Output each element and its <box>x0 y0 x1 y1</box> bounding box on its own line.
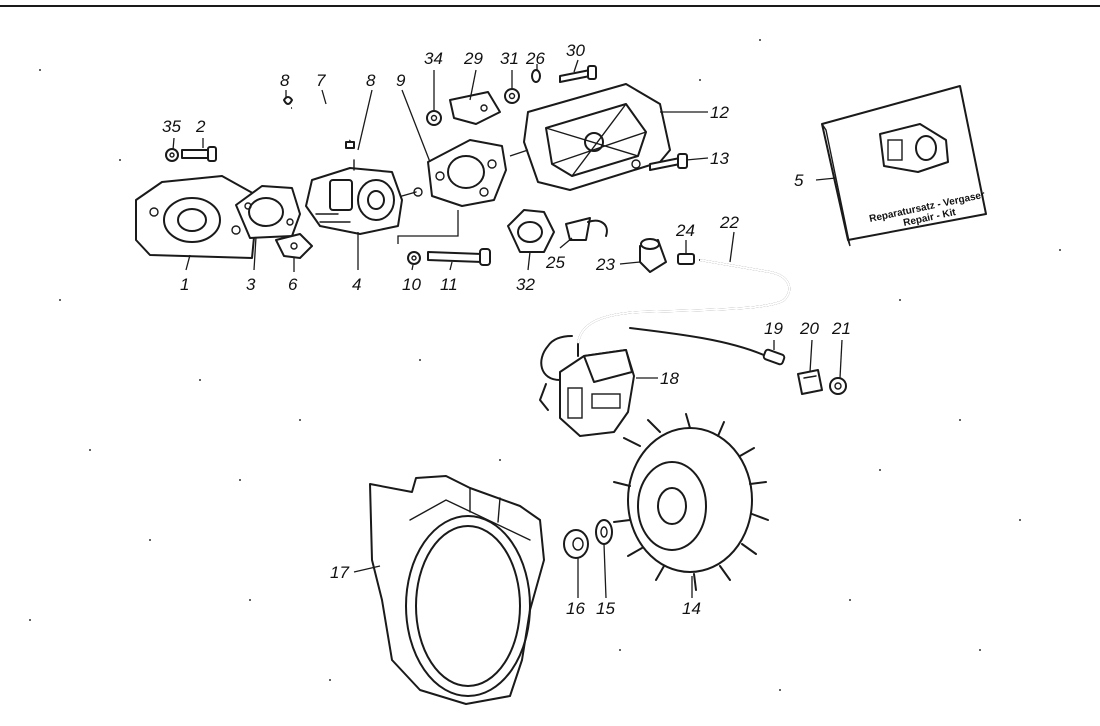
part-17-fan-housing <box>369 475 545 705</box>
callout-8-left: 8 <box>280 71 290 90</box>
part-9-cover-plate <box>427 139 507 207</box>
callout-23: 23 <box>595 255 615 274</box>
assembly-line-bolt <box>397 210 459 244</box>
callout-20: 20 <box>799 319 819 338</box>
part-8-hose-clip-left <box>283 96 293 105</box>
callout-labels: 35 2 1 3 6 4 8 7 8 9 10 11 34 29 31 26 3… <box>162 41 851 618</box>
part-25-spring-clip <box>565 217 608 241</box>
callout-11: 11 <box>440 275 458 294</box>
callout-32: 32 <box>516 275 535 294</box>
part-16-nut <box>563 529 589 559</box>
callout-19: 19 <box>764 319 783 338</box>
callout-6: 6 <box>288 275 298 294</box>
callout-25: 25 <box>545 253 565 272</box>
part-10-washer <box>407 251 421 265</box>
callout-18: 18 <box>660 369 679 388</box>
callout-12: 12 <box>710 103 729 122</box>
part-20-clip <box>797 369 823 395</box>
part-13-screw <box>649 153 688 171</box>
part-4-carburetor <box>305 159 423 235</box>
part-24-terminal <box>677 253 695 265</box>
part-12-air-filter-cover <box>523 83 671 191</box>
part-1-intake-flange <box>135 175 259 259</box>
callout-26: 26 <box>525 49 545 68</box>
callout-22: 22 <box>719 213 739 232</box>
callout-8-right: 8 <box>366 71 376 90</box>
part-8-hose-clip-right <box>345 141 355 149</box>
part-7-fuel-hose <box>291 102 354 142</box>
part-21-nut <box>829 377 847 395</box>
part-30-screw <box>559 65 597 83</box>
callout-29: 29 <box>463 49 483 68</box>
callout-3: 3 <box>246 275 256 294</box>
part-22-ignition-lead <box>577 259 791 345</box>
leader-lines <box>172 59 843 599</box>
callout-14: 14 <box>682 599 701 618</box>
callout-30: 30 <box>566 41 585 60</box>
part-15-washer <box>595 519 613 545</box>
part-14-flywheel <box>613 413 769 591</box>
callout-5: 5 <box>794 171 804 190</box>
callout-34: 34 <box>424 49 443 68</box>
callout-16: 16 <box>566 599 585 618</box>
part-5-repair-kit-box <box>821 85 987 247</box>
part-31-washer <box>504 88 520 104</box>
callout-1: 1 <box>180 275 189 294</box>
callout-7: 7 <box>316 71 326 90</box>
callout-15: 15 <box>596 599 615 618</box>
part-19-wire-terminal <box>629 327 786 366</box>
part-34-nut <box>426 110 442 126</box>
callout-9: 9 <box>396 71 406 90</box>
callout-35: 35 <box>162 117 181 136</box>
part-2-screw <box>181 146 217 162</box>
part-29-bracket <box>449 91 501 125</box>
part-32-gasket <box>507 209 555 253</box>
part-26-o-ring <box>531 69 541 83</box>
callout-24: 24 <box>675 221 695 240</box>
print-specks <box>29 39 1061 691</box>
part-23-spark-plug-cap <box>639 238 667 273</box>
callout-13: 13 <box>710 149 729 168</box>
callout-17: 17 <box>330 563 349 582</box>
part-3-gasket <box>235 185 301 239</box>
callout-4: 4 <box>352 275 361 294</box>
part-35-washer <box>165 148 179 162</box>
part-6-bracket <box>275 233 313 259</box>
part-11-long-bolt <box>427 248 491 266</box>
part-18-ignition-module <box>539 335 635 437</box>
callout-10: 10 <box>402 275 421 294</box>
callout-31: 31 <box>500 49 519 68</box>
assembly-line-cover <box>509 149 529 157</box>
callout-2: 2 <box>195 117 206 136</box>
callout-21: 21 <box>831 319 851 338</box>
